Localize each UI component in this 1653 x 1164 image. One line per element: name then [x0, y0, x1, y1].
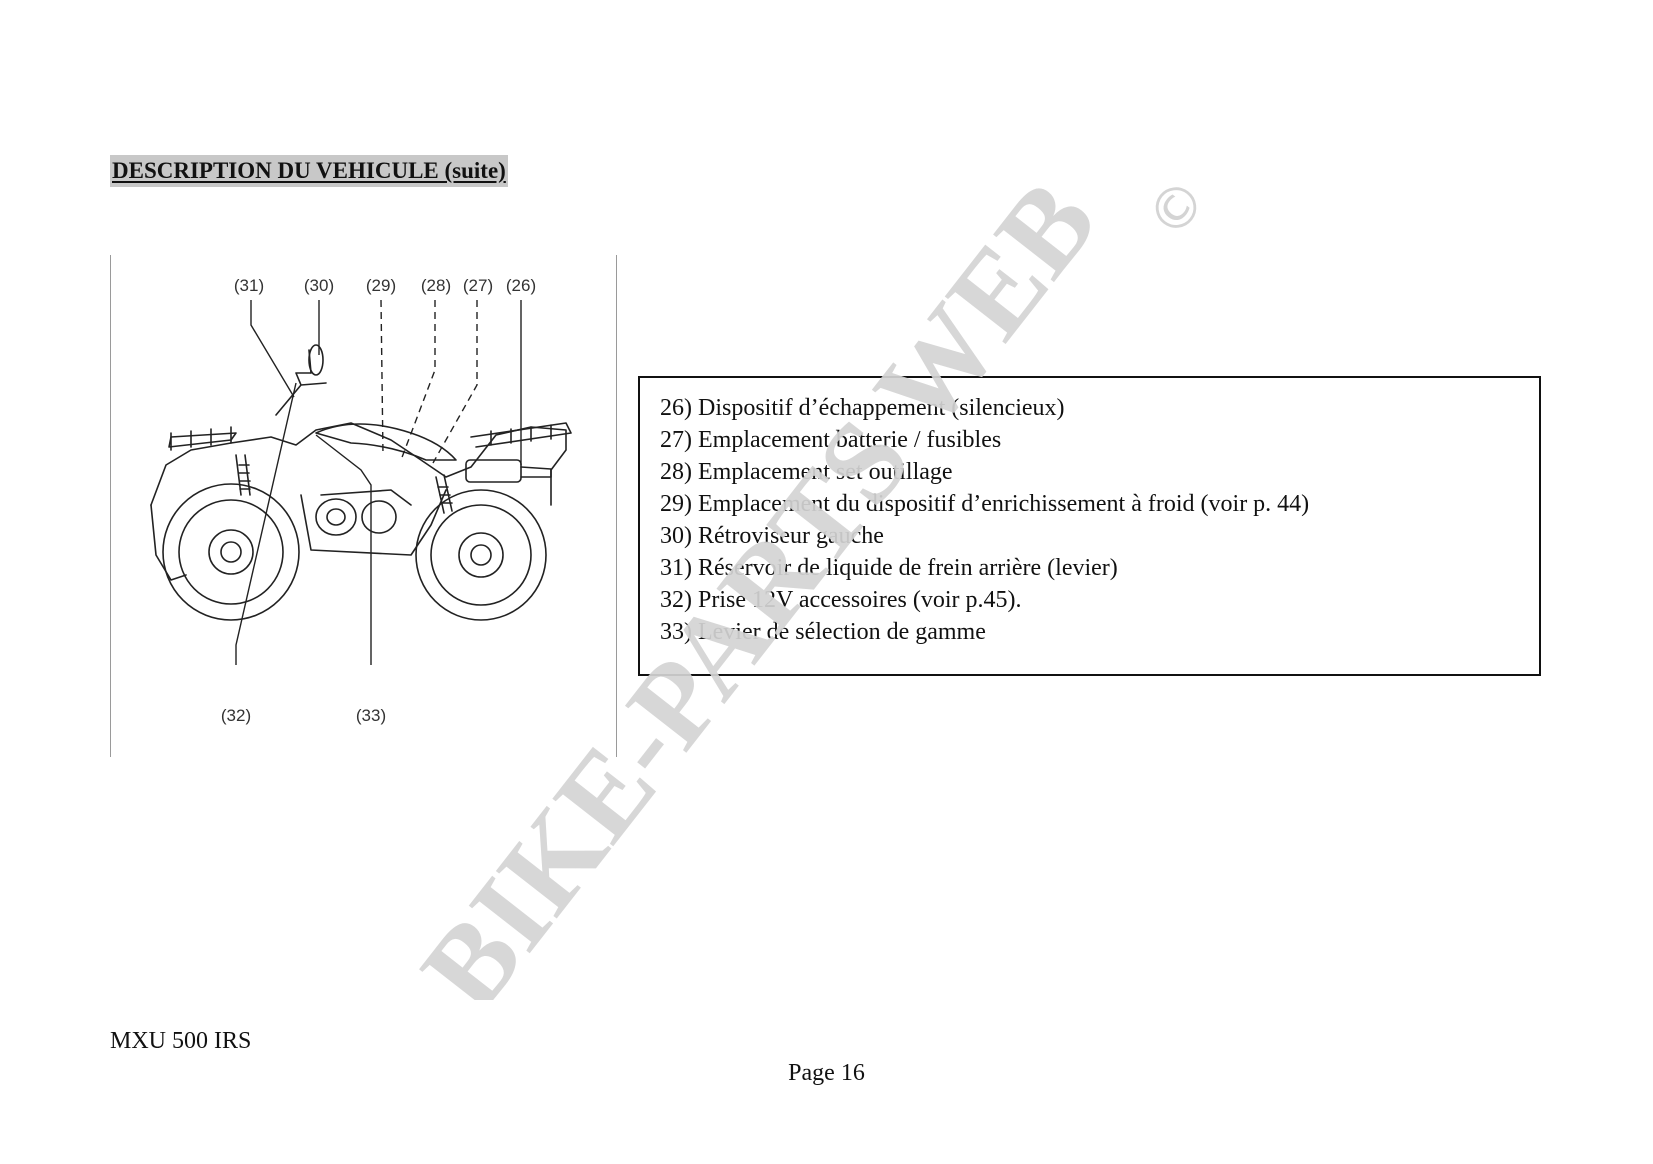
callout-26: (26): [506, 276, 536, 295]
legend-item: 30) Rétroviseur gauche: [660, 523, 884, 549]
atv-side-view-illustration: (31) (30) (29) (28) (27) (26) (32) (33): [150, 276, 572, 725]
atv-figure: (31) (30) (29) (28) (27) (26) (32) (33): [110, 255, 617, 757]
callout-28: (28): [421, 276, 451, 295]
section-heading: DESCRIPTION DU VEHICULE (suite): [110, 155, 508, 187]
callout-32: (32): [221, 706, 251, 725]
legend-item: 31) Réservoir de liquide de frein arrièr…: [660, 555, 1118, 581]
legend-item: 27) Emplacement batterie / fusibles: [660, 427, 1002, 453]
legend-item: 33) Levier de sélection de gamme: [660, 619, 986, 645]
callout-30: (30): [304, 276, 334, 295]
legend-item: 28) Emplacement set outillage: [660, 459, 953, 485]
legend-item: 29) Emplacement du dispositif d’enrichis…: [660, 491, 1310, 517]
legend-item: 32) Prise 12V accessoires (voir p.45).: [660, 587, 1022, 613]
parts-legend: 26) Dispositif d’échappement (silencieux…: [638, 376, 1541, 676]
callout-33: (33): [356, 706, 386, 725]
callout-27: (27): [463, 276, 493, 295]
model-name: MXU 500 IRS: [110, 1028, 252, 1054]
callout-31: (31): [234, 276, 264, 295]
page-number: Page 16: [788, 1060, 865, 1086]
legend-item: 26) Dispositif d’échappement (silencieux…: [660, 395, 1065, 421]
callout-29: (29): [366, 276, 396, 295]
watermark-copyright-symbol: ©: [1135, 180, 1221, 251]
